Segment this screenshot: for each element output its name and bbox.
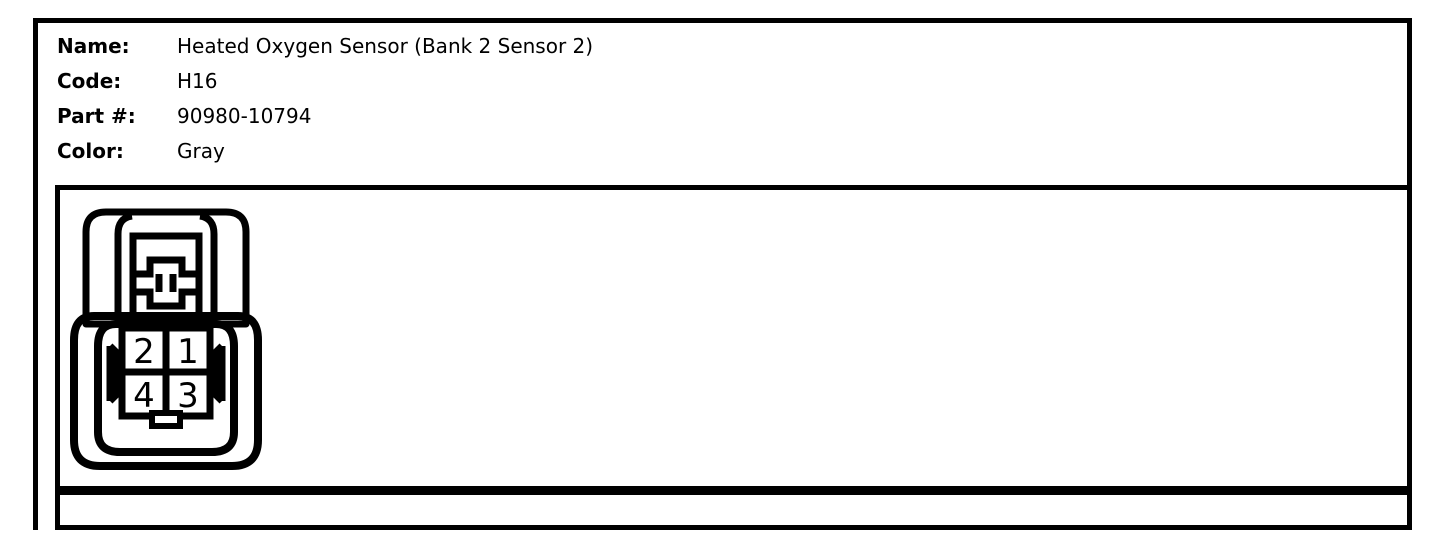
info-label-name: Name: [57, 33, 130, 58]
pin-label-2: 2 [133, 332, 155, 372]
pin-cavity-grid: 2 1 4 3 [118, 324, 214, 420]
part-info-block: Name: Heated Oxygen Sensor (Bank 2 Senso… [57, 28, 1057, 168]
pin-label-4: 4 [133, 376, 155, 416]
info-value-color: Gray [177, 138, 225, 163]
info-label-part-number: Part #: [57, 103, 136, 128]
connector-inner-shell [94, 320, 238, 456]
info-label-code: Code: [57, 68, 122, 93]
caption-top-rule [60, 490, 1407, 495]
info-value-part-number: 90980-10794 [177, 103, 312, 128]
diagram-caption-strip [55, 490, 1412, 530]
info-row-name: Name: Heated Oxygen Sensor (Bank 2 Senso… [57, 28, 1057, 63]
connector-collar-ribs [114, 212, 218, 322]
connector-rear-collar [82, 208, 250, 328]
connector-illustration-svg: 2 1 4 3 [70, 208, 262, 470]
info-row-code: Code: H16 [57, 63, 1057, 98]
info-label-color: Color: [57, 138, 124, 163]
connector-outer-shell [70, 312, 262, 470]
connector-diagram-panel: 2 1 4 3 [55, 185, 1412, 490]
info-row-color: Color: Gray [57, 133, 1057, 168]
info-row-part-number: Part #: 90980-10794 [57, 98, 1057, 133]
polarizing-tab [149, 410, 183, 429]
pin-label-1: 1 [177, 332, 199, 372]
info-value-name: Heated Oxygen Sensor (Bank 2 Sensor 2) [177, 33, 594, 58]
connector-keying-notches [106, 343, 226, 404]
connector-drawing: 2 1 4 3 [66, 194, 326, 489]
pin-label-3: 3 [177, 376, 199, 416]
info-value-code: H16 [177, 68, 218, 93]
connector-bottom-tab [149, 410, 183, 429]
